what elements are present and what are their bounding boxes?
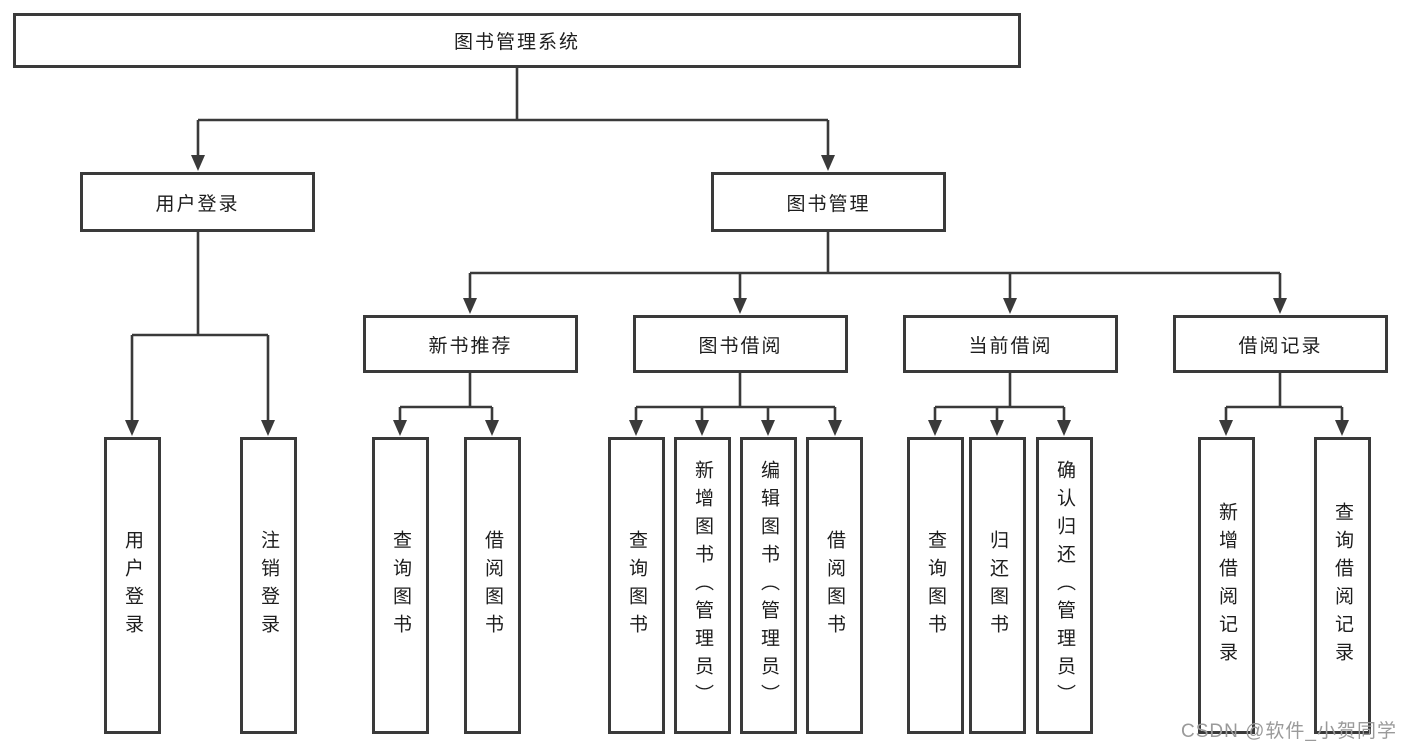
node-book-management: 图书管理 [711,172,946,232]
node-new-book-recommend: 新书推荐 [363,315,578,373]
leaf-user-login: 用户登录 [104,437,161,734]
leaf-return-books-label: 归还图书 [987,529,1008,642]
csdn-watermark: CSDN @软件_小贺同学 [1181,721,1397,742]
leaf-return-books: 归还图书 [969,437,1026,734]
node-root-label: 图书管理系统 [453,32,580,53]
leaf-query-books-current: 查询图书 [907,437,964,734]
leaf-query-borrow-record: 查询借阅记录 [1314,437,1371,734]
leaf-edit-books-admin: 编辑图书（管理员） [740,437,797,734]
leaf-add-books-admin: 新增图书（管理员） [674,437,731,734]
leaf-query-books-borrow: 查询图书 [608,437,665,734]
node-root-system: 图书管理系统 [13,13,1021,68]
leaf-borrow-books-label: 借阅图书 [824,529,845,642]
node-book-borrow-label: 图书借阅 [698,335,783,357]
leaf-query-borrow-record-label: 查询借阅记录 [1332,501,1353,670]
leaf-query-books-borrow-label: 查询图书 [626,529,647,642]
leaf-user-login-label: 用户登录 [122,529,143,642]
leaf-borrow-books: 借阅图书 [806,437,863,734]
arrowheads [125,155,1349,436]
leaf-add-borrow-record: 新增借阅记录 [1198,437,1255,734]
node-book-borrow: 图书借阅 [633,315,848,373]
leaf-query-books-current-label: 查询图书 [925,529,946,642]
node-user-login-label: 用户登录 [155,193,240,215]
node-book-management-label: 图书管理 [786,193,871,215]
leaf-query-books-recommend-label: 查询图书 [390,529,411,642]
leaf-edit-books-admin-label: 编辑图书（管理员） [758,459,779,712]
node-current-borrow-label: 当前借阅 [968,335,1053,357]
leaf-borrow-books-recommend: 借阅图书 [464,437,521,734]
leaf-add-books-admin-label: 新增图书（管理员） [692,459,713,712]
leaf-add-borrow-record-label: 新增借阅记录 [1216,501,1237,670]
leaf-confirm-return-admin-label: 确认归还（管理员） [1054,459,1075,712]
node-user-login: 用户登录 [80,172,315,232]
node-borrow-records-label: 借阅记录 [1238,335,1323,357]
leaf-confirm-return-admin: 确认归还（管理员） [1036,437,1093,734]
node-borrow-records: 借阅记录 [1173,315,1388,373]
leaf-logout-label: 注销登录 [258,529,279,642]
node-new-book-recommend-label: 新书推荐 [428,335,513,357]
leaf-query-books-recommend: 查询图书 [372,437,429,734]
leaf-borrow-books-recommend-label: 借阅图书 [482,529,503,642]
leaf-logout: 注销登录 [240,437,297,734]
node-current-borrow: 当前借阅 [903,315,1118,373]
